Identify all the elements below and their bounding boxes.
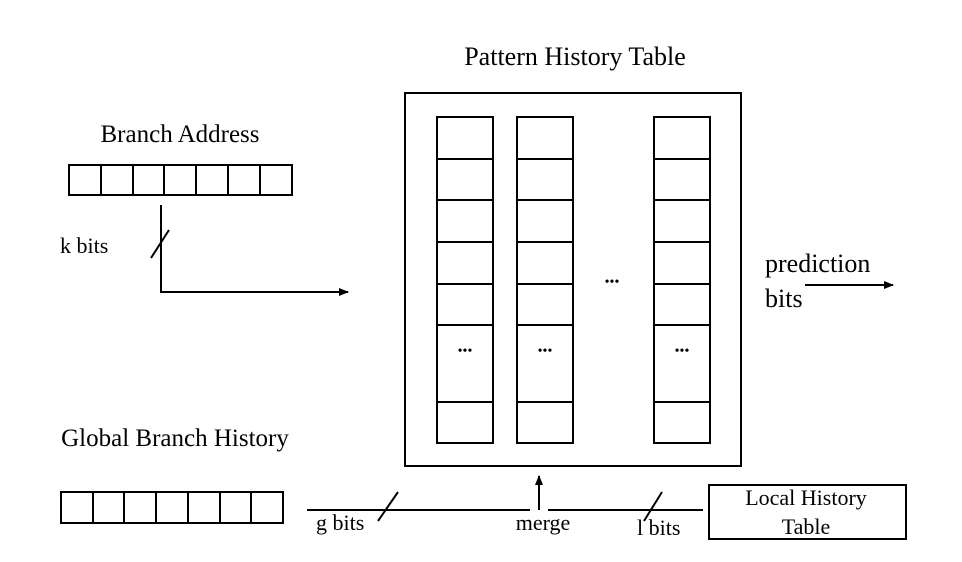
global-branch-history-register xyxy=(60,491,284,524)
local-history-table-box xyxy=(708,484,907,540)
prediction-label-line2: bits xyxy=(765,284,803,313)
pattern-history-table-box xyxy=(404,92,742,467)
prediction-label-line1: prediction xyxy=(765,249,870,278)
column-ellipsis: ••• xyxy=(458,344,473,359)
g-bits-label: g bits xyxy=(316,510,364,535)
k-bits-label: k bits xyxy=(60,233,108,258)
g-bits-slash xyxy=(377,491,399,522)
branch-address-label: Branch Address xyxy=(101,121,260,148)
global-branch-history-label: Global Branch History xyxy=(61,425,289,452)
column-ellipsis: ••• xyxy=(675,344,690,359)
between-columns-ellipsis: ••• xyxy=(605,275,620,290)
pattern-history-table-title: Pattern History Table xyxy=(464,42,686,71)
branch-address-connector xyxy=(160,205,349,296)
branch-address-register xyxy=(68,164,293,196)
l-bits-label: l bits xyxy=(637,515,680,540)
pht-column-2: ••• xyxy=(516,116,574,444)
pht-column-1: ••• xyxy=(436,116,494,444)
local-history-table-label-line1: Local History xyxy=(745,485,867,510)
pht-column-n: ••• xyxy=(653,116,711,444)
local-history-table-label-line2: Table xyxy=(782,514,831,539)
merge-label: merge xyxy=(516,510,571,535)
k-bits-slash xyxy=(150,229,170,259)
column-ellipsis: ••• xyxy=(538,344,553,359)
l-bits-slash xyxy=(643,491,663,522)
